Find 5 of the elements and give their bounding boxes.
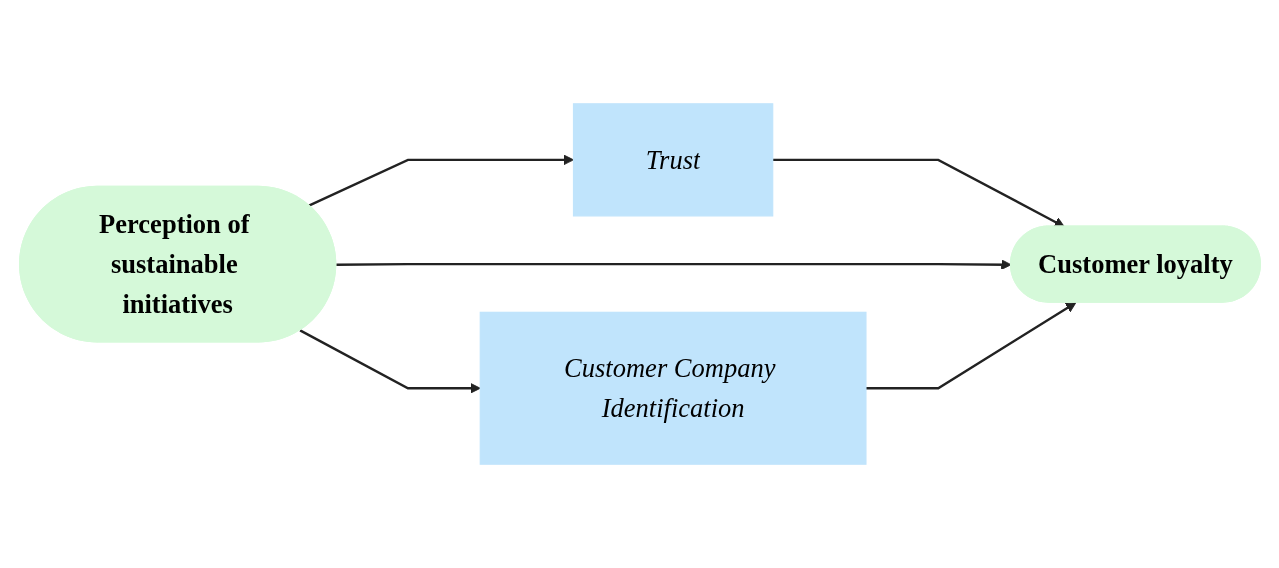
node-box: Customer Company Identification (479, 311, 867, 465)
node-box: Trust (572, 103, 773, 217)
arrow (307, 154, 574, 207)
arrow (772, 158, 1065, 228)
arrow (865, 302, 1076, 390)
